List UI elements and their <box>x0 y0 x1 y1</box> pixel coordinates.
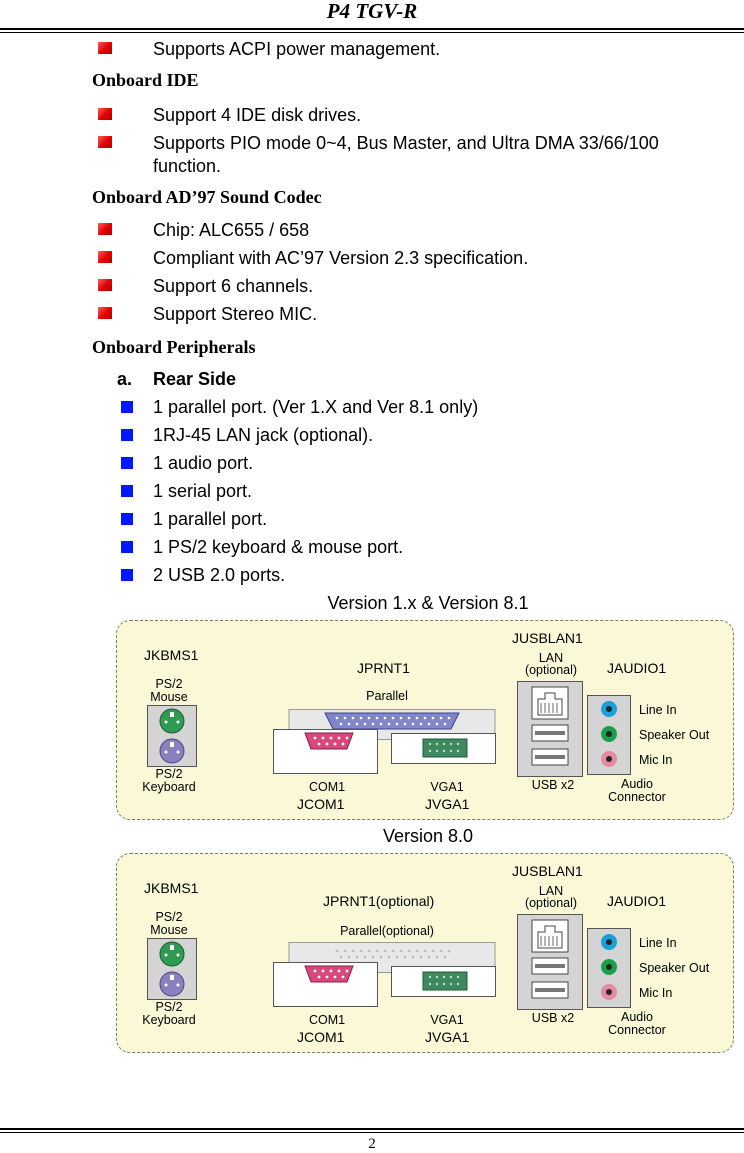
red-square-bullet-icon <box>98 42 112 54</box>
footer-rule-thick <box>0 1128 744 1130</box>
label-speaker-out: Speaker Out <box>639 728 710 742</box>
label-mic-in: Mic In <box>639 753 673 767</box>
label-speaker-out: Speaker Out <box>639 961 710 975</box>
label-usb-x2: USB x2 <box>531 1011 575 1025</box>
lan-usb-ports-icon <box>517 914 583 1010</box>
blue-square-bullet-icon <box>121 457 133 469</box>
red-square-bullet-icon <box>98 307 112 319</box>
label-ps2-keyboard: PS/2 Keyboard <box>142 767 196 794</box>
com-vga-parallel-ports-icon <box>273 709 496 774</box>
diagram-caption-v1: Version 1.x & Version 8.1 <box>327 593 529 613</box>
list-item: Support 6 channels. <box>153 276 314 296</box>
com-vga-parallel-ports-icon <box>273 942 496 1007</box>
blue-square-bullet-icon <box>121 513 133 525</box>
list-item: Supports ACPI power management. <box>153 39 441 59</box>
header-rule-thin <box>0 32 744 33</box>
label-ps2-mouse: PS/2 Mouse <box>150 677 188 704</box>
list-item: 1 PS/2 keyboard & mouse port. <box>153 537 404 557</box>
rear-panel-diagram-v2: JKBMS1 PS/2 Mouse PS/2 Keyboard JPRNT1(o… <box>116 853 734 1053</box>
label-jprnt1-optional: JPRNT1(optional) <box>323 893 435 909</box>
rear-panel-diagram-v1: JKBMS1 PS/2 Mouse PS/2 Keyboard JPRNT1 P… <box>116 620 734 820</box>
label-audio-connector: Audio Connector <box>608 1010 666 1037</box>
label-ps2-mouse: PS/2 Mouse <box>150 910 188 937</box>
label-ps2-keyboard: PS/2 Keyboard <box>142 1000 196 1027</box>
footer-rule-thin <box>0 1132 744 1133</box>
list-item: 1 serial port. <box>153 481 253 501</box>
label-audio-connector: Audio Connector <box>608 777 666 804</box>
label-jvga1: JVGA1 <box>425 1029 470 1045</box>
red-square-bullet-icon <box>98 251 112 263</box>
label-line-in: Line In <box>639 703 677 717</box>
label-jcom1: JCOM1 <box>297 1029 345 1045</box>
list-item: Chip: ALC655 / 658 <box>153 220 310 240</box>
list-item: 1 audio port. <box>153 453 254 473</box>
list-item: Support Stereo MIC. <box>153 304 318 324</box>
label-com1: COM1 <box>308 1013 346 1027</box>
label-lan-optional: LAN (optional) <box>524 884 578 910</box>
label-jaudio1: JAUDIO1 <box>607 660 667 676</box>
blue-square-bullet-icon <box>121 485 133 497</box>
blue-square-bullet-icon <box>121 401 133 413</box>
audio-jacks-icon <box>587 928 631 1008</box>
red-square-bullet-icon <box>98 223 112 235</box>
label-jkbms1: JKBMS1 <box>144 880 199 896</box>
label-jcom1: JCOM1 <box>297 796 345 812</box>
section-heading-peripherals: Onboard Peripherals <box>92 337 256 357</box>
list-item: Support 4 IDE disk drives. <box>153 105 362 125</box>
label-jprnt1: JPRNT1 <box>357 660 410 676</box>
diagram-caption-v2: Version 8.0 <box>382 826 474 846</box>
red-square-bullet-icon <box>98 136 112 148</box>
ps2-ports-icon <box>147 705 197 767</box>
section-heading-codec: Onboard AD’97 Sound Codec <box>92 187 322 207</box>
label-com1: COM1 <box>308 780 346 794</box>
page-number: 2 <box>368 1136 376 1152</box>
label-jkbms1: JKBMS1 <box>144 647 199 663</box>
list-item: 1 parallel port. (Ver 1.X and Ver 8.1 on… <box>153 397 479 417</box>
lan-usb-ports-icon <box>517 681 583 777</box>
label-vga1: VGA1 <box>430 1013 464 1027</box>
label-jusblan1: JUSBLAN1 <box>512 630 583 646</box>
label-jusblan1: JUSBLAN1 <box>512 863 583 879</box>
label-line-in: Line In <box>639 936 677 950</box>
list-item: 2 USB 2.0 ports. <box>153 565 286 585</box>
list-item: Compliant with AC’97 Version 2.3 specifi… <box>153 248 529 268</box>
sub-heading-rear-side: Rear Side <box>153 369 237 389</box>
label-mic-in: Mic In <box>639 986 673 1000</box>
header-rule-thick <box>0 28 744 30</box>
ps2-ports-icon <box>147 938 197 1000</box>
section-heading-ide: Onboard IDE <box>92 70 199 90</box>
sub-marker: a. <box>117 369 133 389</box>
label-vga1: VGA1 <box>430 780 464 794</box>
red-square-bullet-icon <box>98 279 112 291</box>
red-square-bullet-icon <box>98 108 112 120</box>
label-lan-optional: LAN (optional) <box>524 651 578 677</box>
list-item: Supports PIO mode 0~4, Bus Master, and U… <box>153 133 659 153</box>
blue-square-bullet-icon <box>121 541 133 553</box>
label-jvga1: JVGA1 <box>425 796 470 812</box>
list-item: 1RJ-45 LAN jack (optional). <box>153 425 374 445</box>
label-usb-x2: USB x2 <box>531 778 575 792</box>
page-header-title: P4 TGV-R <box>326 0 418 23</box>
list-item-continuation: function. <box>153 156 222 176</box>
blue-square-bullet-icon <box>121 429 133 441</box>
audio-jacks-icon <box>587 695 631 775</box>
list-item: 1 parallel port. <box>153 509 268 529</box>
label-jaudio1: JAUDIO1 <box>607 893 667 909</box>
blue-square-bullet-icon <box>121 569 133 581</box>
label-parallel-optional: Parallel(optional) <box>340 924 434 938</box>
label-parallel: Parallel <box>366 689 408 703</box>
